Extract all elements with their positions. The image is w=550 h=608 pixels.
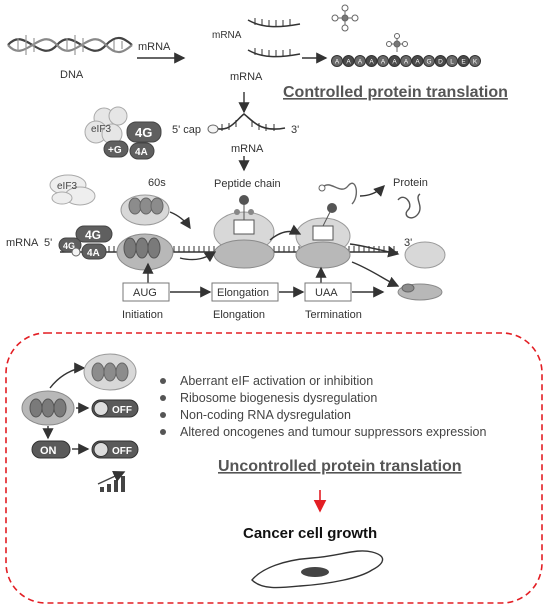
peptide-bead-letter: A	[404, 59, 409, 66]
eif3-b-label: eIF3	[57, 181, 77, 192]
mrna-label: mRNA	[230, 71, 263, 83]
peptide-bead-letter: G	[426, 59, 431, 66]
cancer-label: Cancer cell growth	[243, 525, 377, 542]
amino-acid-icon	[386, 33, 408, 52]
initiation-complex	[116, 233, 174, 271]
factor-4g-pill	[126, 121, 162, 143]
peptide-bead-letter: A	[335, 59, 340, 66]
five-cap-label: 5' cap	[172, 124, 201, 136]
peptide-bead-letter: A	[358, 59, 363, 66]
bullet-text: Ribosome biogenesis dysregulation	[180, 391, 377, 405]
peptide-chain-label: Peptide chain	[214, 178, 281, 190]
released-subunit-40s	[397, 283, 443, 301]
bullet-text: Altered oncogenes and tumour suppressors…	[180, 425, 486, 439]
factor-4g-label: 4G	[135, 125, 152, 140]
init-to-elong-arrow	[179, 251, 217, 263]
bullet-list: Aberrant eIF activation or inhibitionRib…	[160, 374, 486, 439]
termination-ribosome	[295, 203, 351, 269]
mrna-strand-label: mRNA	[6, 237, 39, 249]
mrna-under-cap-label: mRNA	[231, 143, 264, 155]
peptide-bead	[469, 55, 481, 67]
subunit-release-arrow	[351, 261, 400, 287]
peptide-bead-letter: A	[381, 59, 386, 66]
dysregulated-ribosome	[21, 390, 75, 426]
elongation-box-label: Elongation	[217, 287, 269, 299]
on-toggle	[31, 440, 71, 459]
init-4g-pill	[75, 225, 113, 243]
uaa-box	[304, 282, 352, 302]
five-prime-label: 5'	[44, 237, 52, 249]
on-label: ON	[40, 445, 57, 457]
cancer-cell-icon	[251, 550, 384, 589]
released-peptide	[318, 182, 358, 205]
peptide-bead-letter: K	[473, 59, 478, 66]
bar-growth-icon	[97, 470, 126, 492]
three-prime-label: 3'	[291, 124, 299, 136]
folded-protein-icon	[397, 193, 421, 219]
initiation-label: Initiation	[122, 309, 163, 321]
elongation-label: Elongation	[213, 309, 265, 321]
uaa-label: UAA	[315, 287, 338, 299]
mrna-arrow-label: mRNA	[138, 41, 171, 53]
up-branch-arrow	[49, 362, 86, 389]
uncontrolled-panel	[5, 332, 543, 604]
peptide-bead-letter: D	[438, 59, 443, 66]
aug-label: AUG	[133, 287, 157, 299]
factor-plus-g-label: +G	[108, 145, 122, 156]
mrna-small-label: mRNA	[212, 30, 242, 41]
three-end-label: 3'	[404, 237, 412, 249]
aug-box	[122, 282, 170, 302]
elongation-ribosome	[213, 195, 275, 269]
subunit-release-arrow-2	[349, 243, 400, 258]
init-4g-label: 4G	[85, 228, 101, 242]
capped-mrna	[207, 112, 286, 134]
bullet-dot	[160, 412, 166, 418]
peptide-bead-letter: A	[346, 59, 351, 66]
peptide-bead-letter: A	[369, 59, 374, 66]
elong-to-term-arrow	[269, 224, 302, 241]
eif3-label: eIF3	[91, 124, 111, 135]
init-4a-label: 4A	[87, 248, 100, 259]
eif3-cloud	[49, 174, 96, 206]
subunit-join-arrow	[169, 211, 191, 230]
off-label-1: OFF	[112, 405, 132, 416]
factor-plus-g-pill	[103, 140, 129, 158]
bullet-dot	[160, 429, 166, 435]
bullet-dot	[160, 378, 166, 384]
subunit-60s-label: 60s	[148, 177, 166, 189]
mrna-strands	[247, 18, 301, 58]
bullet-text: Non-coding RNA dysregulation	[180, 408, 351, 422]
factor-4a-label: 4A	[135, 147, 148, 158]
upregulated-ribosome	[83, 353, 137, 391]
released-subunit-60s	[404, 241, 446, 269]
off-toggle-2	[91, 440, 139, 459]
peptide-bead-letter: A	[392, 59, 397, 66]
dna-helix	[7, 35, 133, 55]
controlled-title: Controlled protein translation	[283, 84, 508, 101]
factor-4a-pill	[129, 142, 155, 160]
peptide-bead-letter: L	[450, 59, 454, 66]
off-toggle-1	[91, 399, 139, 418]
uncontrolled-title: Uncontrolled protein translation	[218, 458, 462, 475]
dna-label: DNA	[60, 69, 84, 81]
eif3-cluster	[84, 106, 128, 145]
init-4g-small-label: 4G	[63, 241, 75, 251]
elongation-box	[211, 282, 279, 302]
amino-acid-icon	[331, 4, 359, 32]
bullet-text: Aberrant eIF activation or inhibition	[180, 374, 373, 388]
off-label-2: OFF	[112, 446, 132, 457]
protein-release-arrow	[359, 185, 385, 197]
bullet-dot	[160, 395, 166, 401]
cap-sphere	[71, 247, 81, 257]
peptide-bead-letter: A	[415, 59, 420, 66]
peptide-bead-letter: E	[461, 59, 466, 66]
init-4a-pill	[81, 243, 107, 260]
subunit-60s-ribosome	[120, 194, 170, 226]
protein-label: Protein	[393, 177, 428, 189]
termination-label: Termination	[305, 309, 362, 321]
